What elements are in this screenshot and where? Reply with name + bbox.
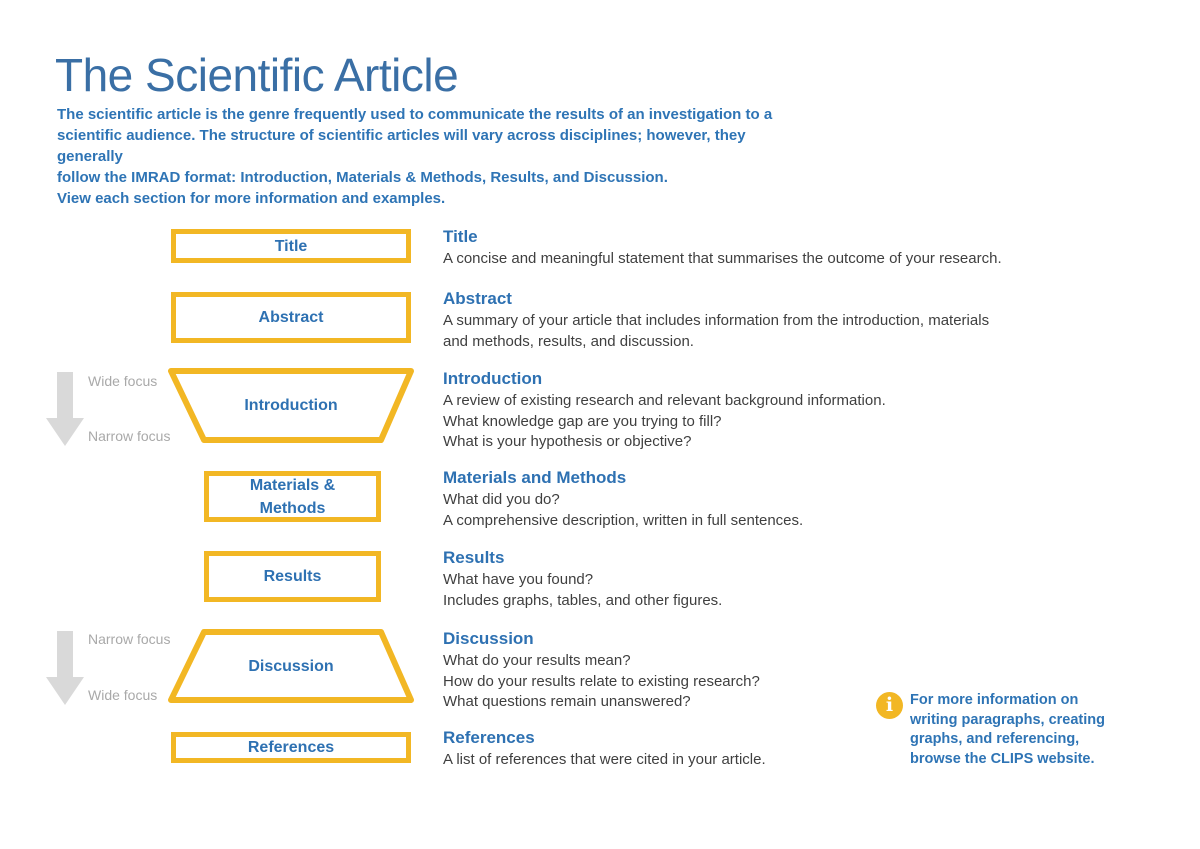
section-heading: Materials and Methods xyxy=(443,468,627,487)
shape-label: Materials & Methods xyxy=(249,476,336,517)
section-description: A review of existing research and releva… xyxy=(443,392,886,450)
section-description: What have you found? Includes graphs, ta… xyxy=(443,571,723,609)
focus-label-wide: Wide focus xyxy=(88,373,158,389)
focus-arrow-discussion xyxy=(46,631,84,712)
section-description: What did you do? A comprehensive descrip… xyxy=(443,491,804,529)
arrow-down-icon xyxy=(46,631,84,705)
shape-label: Title xyxy=(274,237,308,255)
shape-label: Introduction xyxy=(244,397,338,414)
intro-paragraph: The scientific article is the genre freq… xyxy=(57,106,773,207)
focus-label-narrow: Narrow focus xyxy=(88,631,171,647)
shape-label: Results xyxy=(263,568,322,585)
section-description: A list of references that were cited in … xyxy=(443,751,766,768)
section-heading: Abstract xyxy=(443,289,512,308)
section-materials-methods: Materials and Methods What did you do? A… xyxy=(443,467,1003,531)
section-heading: Results xyxy=(443,548,505,567)
focus-label-wide: Wide focus xyxy=(88,687,158,703)
section-heading: Discussion xyxy=(443,629,534,648)
section-results: Results What have you found? Includes gr… xyxy=(443,547,1003,611)
section-discussion: Discussion What do your results mean? Ho… xyxy=(443,628,1003,713)
info-icon[interactable]: i xyxy=(876,692,903,719)
focus-arrow-introduction xyxy=(46,372,84,453)
shape-abstract[interactable]: Abstract xyxy=(171,292,411,343)
section-title: Title A concise and meaningful statement… xyxy=(443,226,1003,270)
shape-introduction[interactable]: Introduction xyxy=(165,365,417,446)
discussion-trapezoid-shape xyxy=(168,629,414,703)
page-title: The Scientific Article xyxy=(55,49,459,101)
section-description: A concise and meaningful statement that … xyxy=(443,250,1002,267)
shape-label: Discussion xyxy=(248,658,334,675)
section-heading: Title xyxy=(443,227,478,246)
shape-results[interactable]: Results xyxy=(204,551,381,602)
section-description: A summary of your article that includes … xyxy=(443,312,990,350)
section-introduction: Introduction A review of existing resear… xyxy=(443,368,1003,453)
section-heading: Introduction xyxy=(443,369,543,388)
section-description: What do your results mean? How do your r… xyxy=(443,652,760,710)
shape-label: References xyxy=(247,739,335,756)
section-references: References A list of references that wer… xyxy=(443,727,1003,771)
shape-discussion[interactable]: Discussion xyxy=(165,626,417,707)
shape-title[interactable]: Title xyxy=(171,229,411,263)
arrow-down-icon xyxy=(46,372,84,446)
info-note-text: For more information on writing paragrap… xyxy=(910,692,1105,767)
introduction-trapezoid-shape xyxy=(168,368,414,443)
section-heading: References xyxy=(443,728,535,747)
section-abstract: Abstract A summary of your article that … xyxy=(443,288,1003,352)
shape-references[interactable]: References xyxy=(171,732,411,763)
shape-label: Abstract xyxy=(258,309,324,326)
focus-label-narrow: Narrow focus xyxy=(88,428,171,444)
shape-materials-methods[interactable]: Materials & Methods xyxy=(204,471,381,522)
